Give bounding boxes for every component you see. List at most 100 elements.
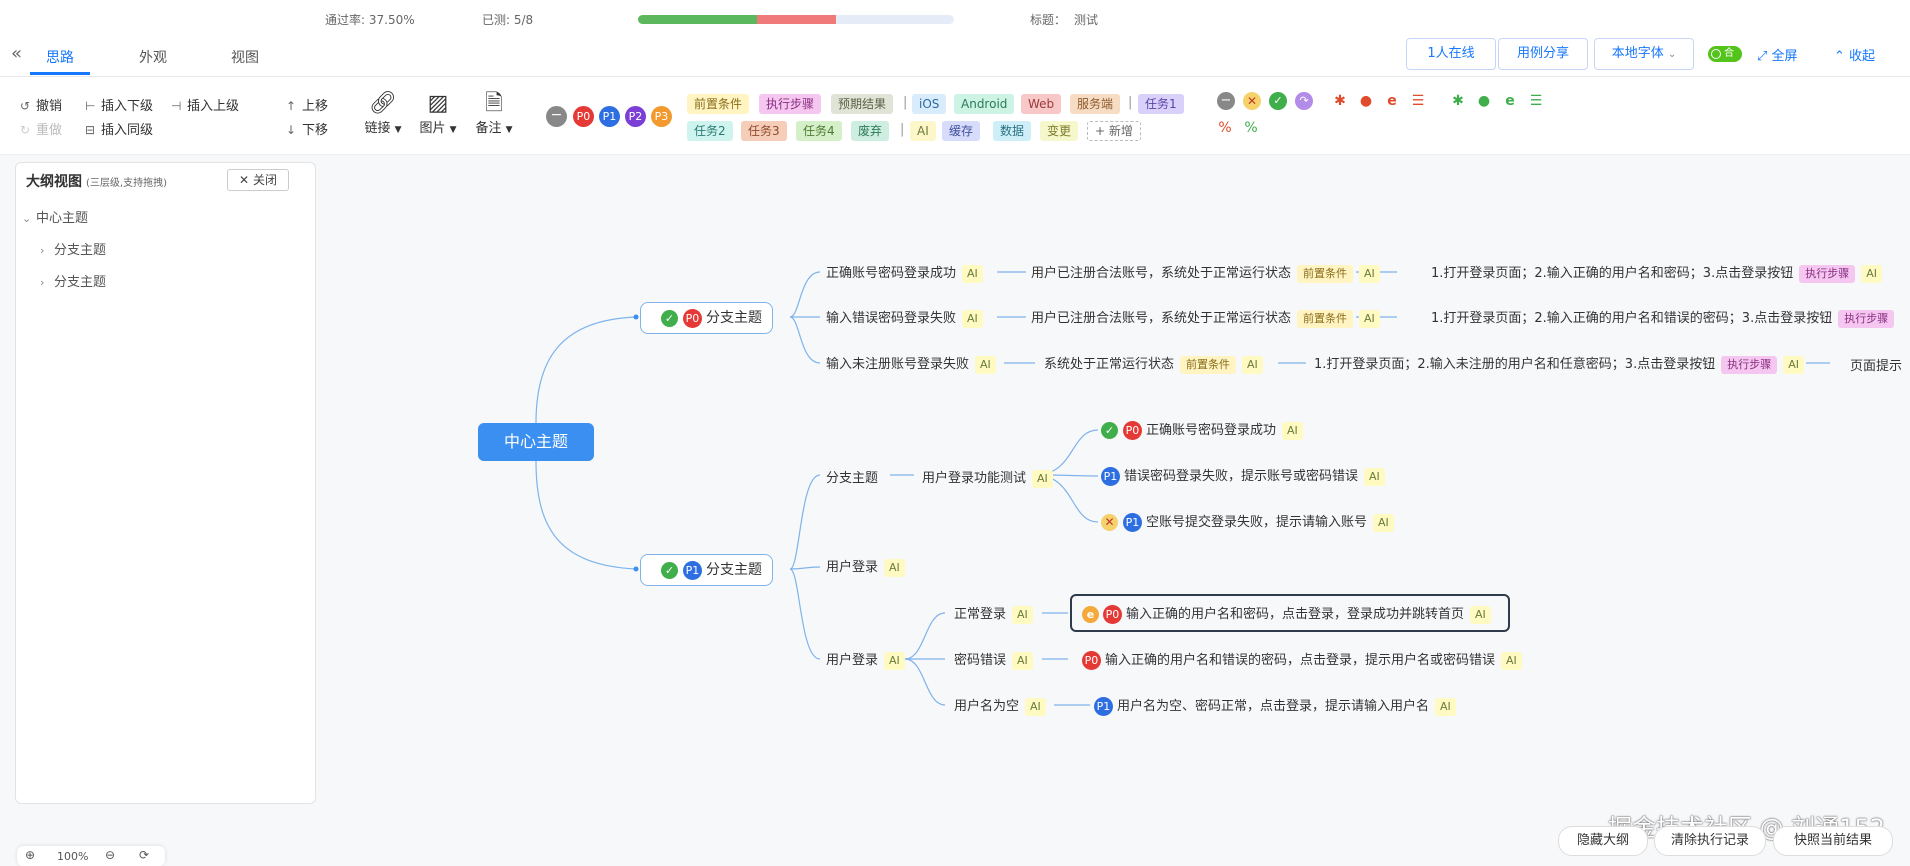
bug-icon[interactable]: ✱	[1334, 93, 1346, 109]
collapse-left-icon[interactable]: «	[11, 43, 23, 64]
font-select[interactable]: 本地字体 ⌄	[1594, 38, 1694, 70]
browser-icon[interactable]: e	[1505, 93, 1515, 109]
center-topic[interactable]: 中心主题	[478, 423, 594, 461]
undo-button[interactable]: ↺撤销	[20, 95, 62, 114]
tag-change[interactable]: 变更	[1040, 121, 1079, 141]
note-button[interactable]: 🗎︎备注 ▼	[471, 91, 517, 136]
android-icon[interactable]: ✱	[1452, 93, 1464, 109]
insert-parent-button[interactable]: ⊣插入上级	[171, 95, 239, 114]
tag-steps[interactable]: 执行步骤	[759, 94, 822, 114]
outline-root[interactable]: ⌄中心主题	[22, 207, 88, 226]
browser-icon[interactable]: e	[1387, 93, 1397, 109]
tag-cache[interactable]: 缓存	[942, 121, 981, 141]
priority-badge: P1	[1101, 467, 1120, 486]
tag-task1[interactable]: 任务1	[1138, 94, 1184, 114]
move-down-button[interactable]: ↓下移	[286, 119, 328, 138]
function-case-text: 正确账号密码登录成功	[1146, 423, 1277, 438]
outline-child[interactable]: ›分支主题	[40, 271, 106, 290]
fullscreen-button[interactable]: ⤢ 全屏	[1757, 45, 1798, 64]
priority-p3[interactable]: P3	[651, 106, 672, 127]
server-icon[interactable]: ☰	[1411, 93, 1425, 109]
close-outline-button[interactable]: ✕ 关闭	[227, 169, 289, 191]
zoom-in-icon[interactable]: ⊕	[25, 848, 36, 862]
steps-tag: 执行步骤	[1838, 309, 1895, 328]
fail-icon[interactable]: ✕	[1243, 92, 1261, 110]
remove-priority-icon[interactable]: −	[546, 106, 567, 127]
merge-toggle[interactable]: 合	[1708, 46, 1742, 62]
tag-data[interactable]: 数据	[993, 121, 1032, 141]
move-up-button[interactable]: ↑上移	[286, 95, 328, 114]
arrow-down-icon: ↓	[286, 123, 297, 137]
hide-outline-button[interactable]: 隐藏大纲	[1558, 826, 1648, 856]
tag-task2[interactable]: 任务2	[687, 121, 733, 141]
zoom-out-icon[interactable]: ⊖	[105, 848, 116, 862]
apple-icon[interactable]: ●	[1359, 93, 1373, 109]
tag-ios[interactable]: iOS	[912, 94, 947, 114]
tag-precondition[interactable]: 前置条件	[687, 94, 750, 114]
chevron-right-icon: ›	[40, 276, 45, 289]
priority-p0[interactable]: P0	[573, 106, 594, 127]
insert-parent-label: 插入上级	[187, 99, 240, 114]
apple-icon[interactable]: ●	[1477, 93, 1491, 109]
percent-icon[interactable]: %	[1218, 120, 1232, 136]
tag-server[interactable]: 服务端	[1070, 94, 1121, 114]
expected-node[interactable]: 页面提示	[1850, 359, 1903, 374]
tab-view[interactable]: 视图	[231, 50, 259, 66]
clear-result-icon[interactable]: −	[1217, 92, 1235, 110]
percent-icon[interactable]: %	[1244, 120, 1258, 136]
outline-child[interactable]: ›分支主题	[40, 239, 106, 258]
tag-deprecated[interactable]: 废弃	[851, 121, 890, 141]
tag-ai[interactable]: AI	[910, 121, 936, 141]
collapse-button[interactable]: ⌃ 收起	[1834, 45, 1875, 64]
reset-zoom-icon[interactable]: ⟳	[139, 848, 150, 862]
tag-task3[interactable]: 任务3	[741, 121, 787, 141]
snapshot-button[interactable]: 快照当前结果	[1773, 826, 1893, 856]
priority-p2[interactable]: P2	[625, 106, 646, 127]
link-button[interactable]: 🔗︎链接 ▼	[360, 91, 406, 136]
tab-appearance[interactable]: 外观	[139, 50, 167, 66]
add-tag-button[interactable]: + 新增	[1087, 121, 1141, 141]
clear-records-button[interactable]: 清除执行记录	[1654, 826, 1766, 856]
block-icon[interactable]: ↷	[1295, 92, 1313, 110]
image-button[interactable]: ▨图片 ▼	[415, 91, 461, 136]
title-label: 标题：	[1030, 13, 1067, 27]
sub-topic[interactable]: 分支主题	[826, 471, 879, 486]
tag-expected[interactable]: 预期结果	[831, 94, 894, 114]
toggle-knob	[1711, 49, 1721, 59]
insert-child-button[interactable]: ⊢插入下级	[85, 95, 153, 114]
tab-thinking[interactable]: 思路	[46, 50, 74, 66]
share-case-button[interactable]: 用例分享	[1498, 38, 1588, 70]
tag-android[interactable]: Android	[954, 94, 1015, 114]
steps-node[interactable]: 1.打开登录页面；2.输入正确的用户名和错误的密码；3.点击登录按钮执行步骤	[1431, 307, 1895, 328]
pass-icon[interactable]: ✓	[1269, 92, 1287, 110]
tag-task4[interactable]: 任务4	[796, 121, 842, 141]
online-users-button[interactable]: 1人在线	[1406, 38, 1496, 70]
priority-p1[interactable]: P1	[599, 106, 620, 127]
server-icon[interactable]: ☰	[1529, 93, 1543, 109]
redo-button[interactable]: ↻重做	[20, 119, 62, 138]
tag-web[interactable]: Web	[1021, 94, 1062, 114]
insert-sibling-button[interactable]: ⊟插入同级	[85, 119, 153, 138]
